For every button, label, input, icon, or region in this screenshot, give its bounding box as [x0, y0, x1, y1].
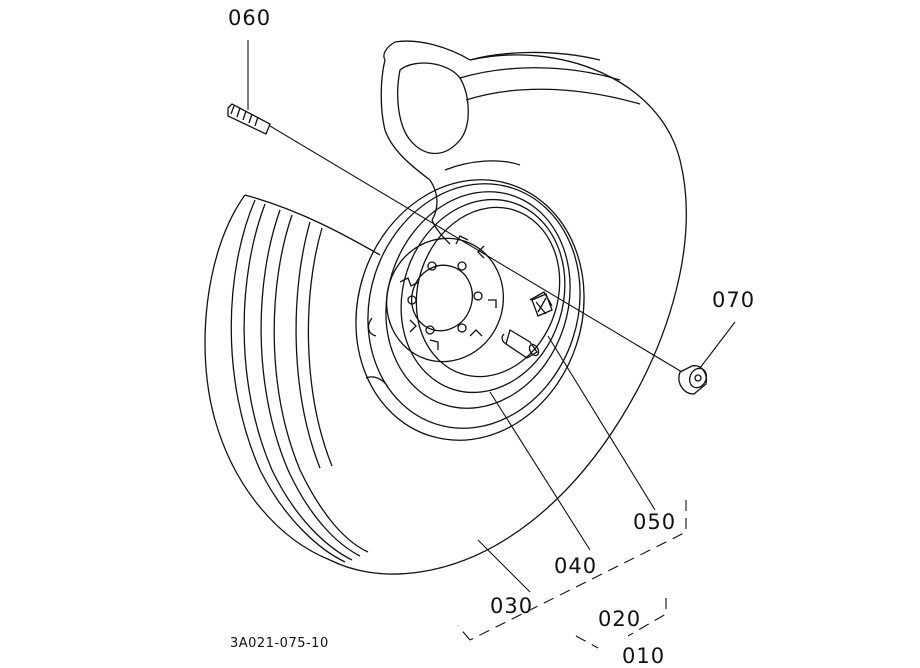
label-part-020: 020	[598, 607, 642, 631]
tire-section-tread	[470, 52, 600, 60]
stud-hole	[426, 326, 434, 334]
rim-channel-3	[395, 189, 581, 396]
tread-groove	[244, 204, 352, 560]
label-part-030: 030	[490, 594, 534, 618]
leader-lines	[248, 40, 735, 592]
bracket-010-lower	[576, 636, 598, 648]
tire-outline-left	[205, 195, 330, 560]
tire-section-tread	[430, 180, 437, 220]
tread-groove	[261, 210, 360, 556]
leader-050	[548, 336, 655, 510]
tread-groove	[274, 215, 368, 552]
tread-groove	[231, 200, 345, 562]
tire-section	[381, 60, 430, 180]
tire-030	[205, 41, 686, 574]
rim-outer	[323, 150, 618, 470]
tread-groove	[296, 222, 320, 468]
bracket-020	[470, 500, 686, 640]
tire-section-tread	[466, 89, 640, 104]
valve-seat	[532, 294, 552, 316]
label-part-050: 050	[633, 510, 677, 534]
rim-outer-2	[337, 156, 611, 456]
tread-groove	[308, 228, 332, 466]
disc-notches	[400, 236, 496, 350]
stud-060	[228, 104, 270, 134]
tire-section	[384, 42, 395, 60]
center-axis	[270, 126, 682, 372]
stud-hole	[408, 296, 416, 304]
wheel-rim-040	[323, 150, 618, 470]
leader-030	[478, 540, 530, 592]
label-part-010: 010	[622, 644, 666, 668]
disc-plate	[371, 223, 520, 377]
assembly-brackets	[458, 500, 686, 648]
tire-section	[395, 41, 470, 60]
stud-hole	[458, 324, 466, 332]
tire-section-tread	[445, 161, 520, 170]
nut-070	[679, 366, 710, 394]
stud-hole	[474, 292, 482, 300]
valve-050	[502, 330, 540, 358]
tire-bead	[432, 220, 450, 244]
rim-channel	[358, 168, 597, 433]
stud-hole	[458, 262, 466, 270]
label-part-040: 040	[554, 554, 598, 578]
center-bore	[403, 257, 480, 338]
tire-outline-right	[330, 55, 686, 574]
rim-channel-2	[377, 178, 590, 414]
tire-tread-edge	[245, 195, 380, 255]
label-part-060: 060	[228, 6, 272, 30]
bracket-010	[458, 598, 666, 640]
tire-section-tread	[460, 68, 620, 80]
leader-070	[700, 322, 735, 368]
leader-040	[490, 392, 590, 550]
stud-hole	[428, 262, 436, 270]
drawing-code: 3A021-075-10	[230, 636, 329, 651]
label-part-070: 070	[712, 288, 756, 312]
tire-section-inner	[398, 63, 469, 153]
